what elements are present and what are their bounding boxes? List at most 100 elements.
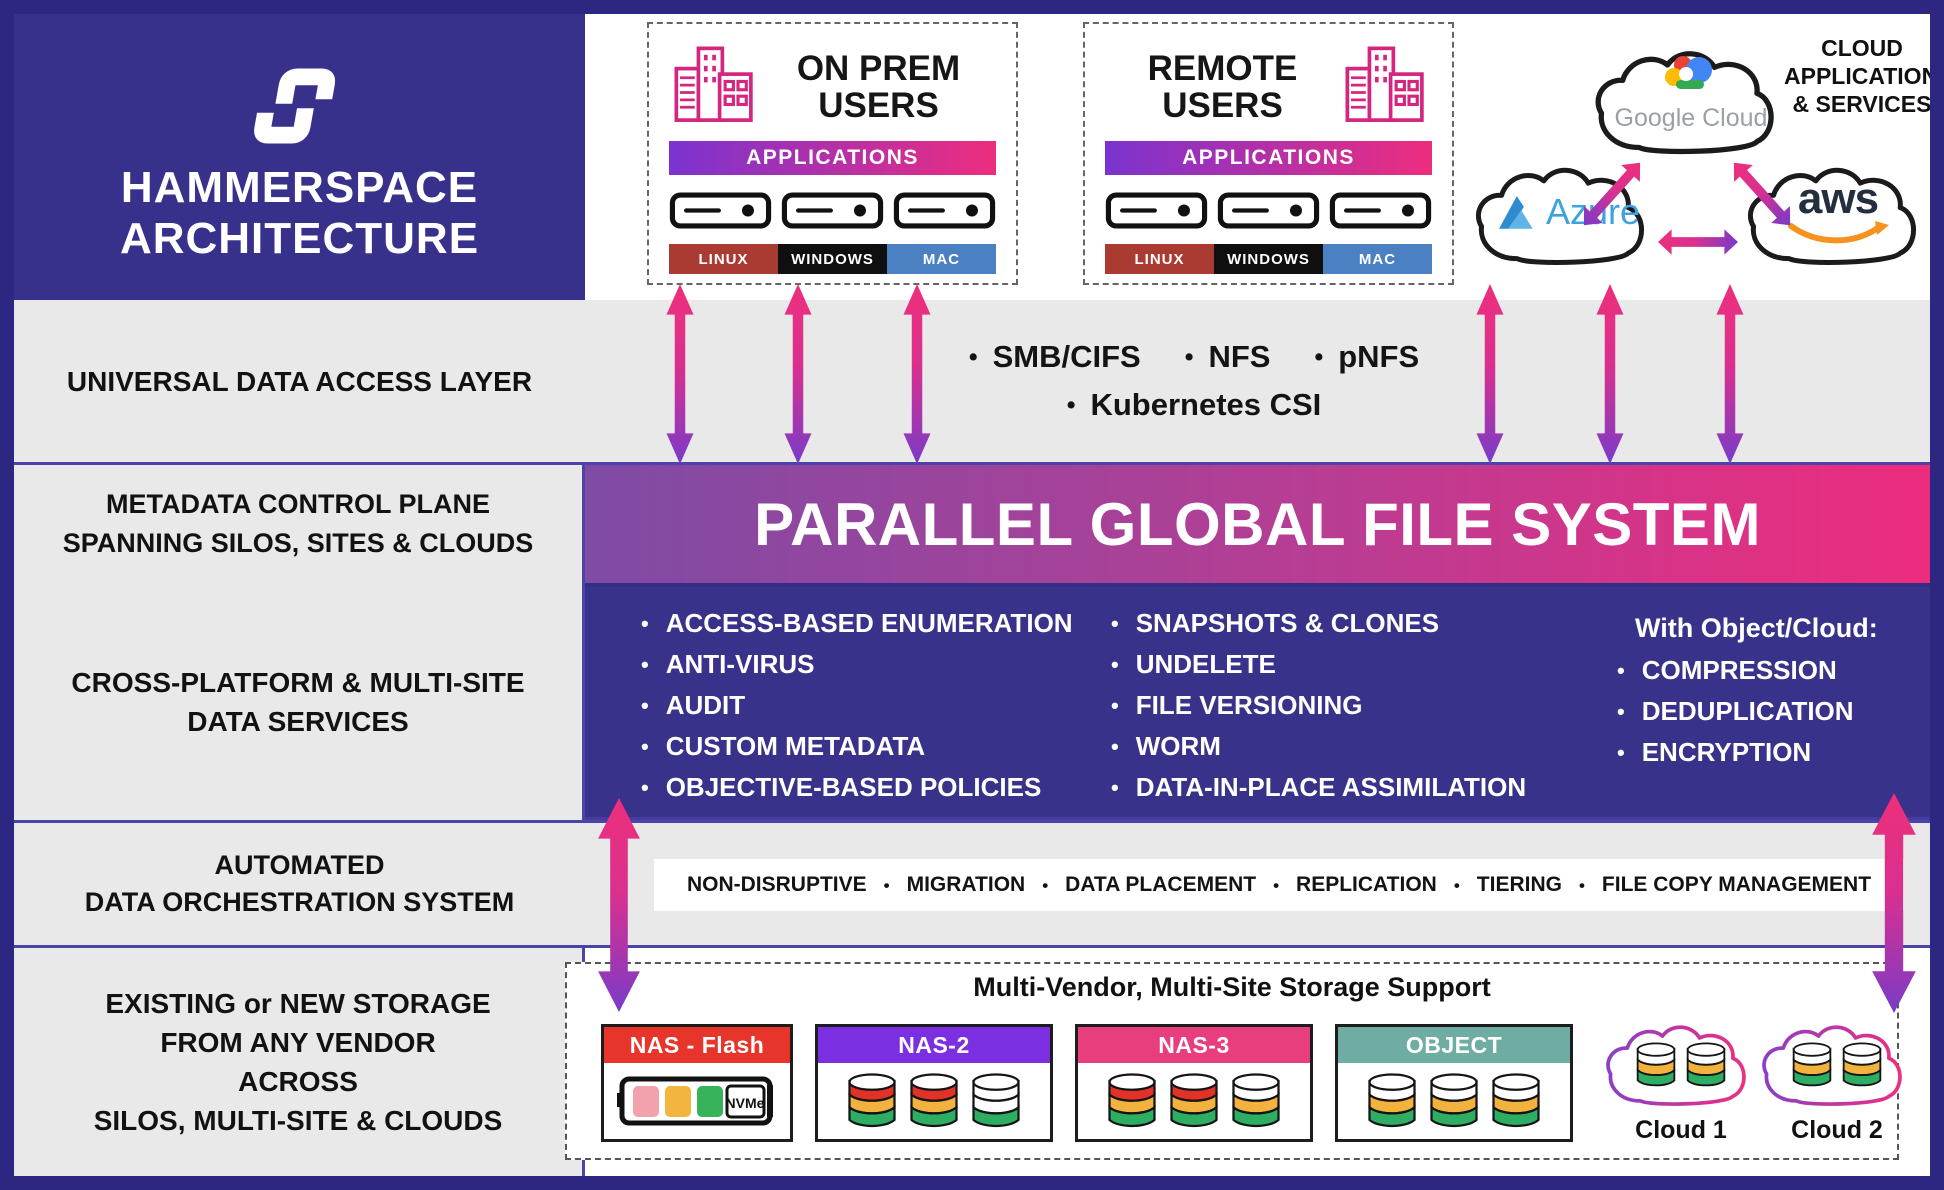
server-icon [893, 192, 996, 229]
nas-2-box: NAS-2 [815, 1024, 1053, 1142]
metadata-plane-line1: METADATA CONTROL PLANE [106, 489, 490, 519]
disk-stack-icon [969, 1068, 1023, 1134]
data-services-label: CROSS-PLATFORM & MULTI-SITE DATA SERVICE… [14, 583, 585, 820]
applications-bar: APPLICATIONS [1105, 141, 1432, 175]
service-item: FILE VERSIONING [1111, 685, 1526, 726]
arrow-orchestration-right [1871, 793, 1917, 1013]
storage-support-title: Multi-Vendor, Multi-Site Storage Support [973, 972, 1491, 1002]
disk-stack-icon [1105, 1068, 1159, 1134]
orchestration-item: MIGRATION [867, 873, 1026, 897]
cloud-apps-caption: CLOUD APPLICATIONS & SERVICES [1784, 34, 1944, 118]
protocol-pnfs: pNFS [1314, 339, 1419, 375]
object-box: OBJECT [1335, 1024, 1573, 1142]
service-item: COMPRESSION [1617, 650, 1878, 691]
storage-label-line3: ACROSS [238, 1066, 358, 1097]
storage-label-line1: EXISTING or NEW STORAGE [105, 988, 491, 1019]
arrow-google-azure [1573, 153, 1650, 234]
azure-logo-icon [1499, 196, 1533, 229]
orchestration-item: DATA PLACEMENT [1025, 873, 1256, 897]
azure-cloud: Azure [1466, 146, 1666, 278]
service-item: ACCESS-BASED ENUMERATION [641, 603, 1073, 644]
service-item: SNAPSHOTS & CLONES [1111, 603, 1526, 644]
server-icon [669, 192, 772, 229]
nvme-drive-icon: NVMe [617, 1076, 773, 1126]
services-column-3: With Object/Cloud: COMPRESSION DEDUPLICA… [1617, 613, 1878, 773]
arrow-azure-aws [1658, 228, 1738, 256]
service-item: AUDIT [641, 685, 1073, 726]
os-label-windows: WINDOWS [1214, 244, 1323, 274]
os-label-mac: MAC [1323, 244, 1432, 274]
metadata-plane-line2: SPANNING SILOS, SITES & CLOUDS [62, 528, 534, 558]
protocol-nfs: NFS [1185, 339, 1270, 375]
orchestration-item: NON-DISRUPTIVE [686, 873, 867, 896]
access-layer-row: UNIVERSAL DATA ACCESS LAYER SMB/CIFS NFS… [14, 300, 1930, 462]
data-services-line1: CROSS-PLATFORM & MULTI-SITE [71, 666, 525, 698]
pgfs-row: METADATA CONTROL PLANE SPANNING SILOS, S… [14, 462, 1930, 583]
remote-title-line2: USERS [1162, 86, 1283, 125]
arrow-onprem-2 [783, 284, 813, 464]
google-cloud: Google Cloud [1585, 28, 1797, 168]
buildings-icon [1345, 46, 1424, 122]
cloud-1-label: Cloud 1 [1635, 1116, 1727, 1144]
disk-stack-icon [845, 1068, 899, 1134]
services-column-2: SNAPSHOTS & CLONES UNDELETE FILE VERSION… [1111, 603, 1526, 808]
cloud-2-label: Cloud 2 [1791, 1116, 1883, 1144]
on-prem-users-title: ON PREM USERS [761, 49, 996, 125]
nvme-label: NVMe [726, 1095, 765, 1111]
disk-stack-icon [1840, 1038, 1884, 1092]
disk-stack-icon [1790, 1038, 1834, 1092]
server-icons-row [669, 188, 996, 233]
protocol-kubernetes-csi: Kubernetes CSI [1067, 387, 1321, 423]
aws-cloud: aws [1738, 146, 1938, 278]
service-item: UNDELETE [1111, 644, 1526, 685]
nas-flash-box: NAS - Flash NVMe [601, 1024, 793, 1142]
nas-flash-header: NAS - Flash [604, 1027, 790, 1063]
disk-stack-icon [1489, 1068, 1543, 1134]
brand-title-line1: HAMMERSPACE [120, 162, 479, 212]
data-services-row: CROSS-PLATFORM & MULTI-SITE DATA SERVICE… [14, 583, 1930, 820]
arrow-cloud-2 [1595, 284, 1625, 464]
on-prem-users-box: ON PREM USERS APPLICATIONS LINUX WINDOWS… [647, 22, 1018, 285]
protocols-list: SMB/CIFS NFS pNFS Kubernetes CSI [874, 300, 1514, 462]
service-item: CUSTOM METADATA [641, 726, 1073, 767]
applications-bar: APPLICATIONS [669, 141, 996, 175]
access-layer-label: UNIVERSAL DATA ACCESS LAYER [14, 300, 585, 462]
nas-2-header: NAS-2 [818, 1027, 1050, 1063]
server-icon [1329, 192, 1432, 229]
aws-label: aws [1797, 174, 1879, 223]
arrow-cloud-3 [1715, 284, 1745, 464]
arrow-google-aws [1723, 153, 1800, 234]
google-cloud-logo-icon [1665, 56, 1712, 89]
arrow-orchestration-left [597, 798, 641, 1012]
arrow-onprem-1 [665, 284, 695, 464]
disk-stack-icon [1229, 1068, 1283, 1134]
services-column-1: ACCESS-BASED ENUMERATION ANTI-VIRUS AUDI… [641, 603, 1073, 808]
server-icons-row [1105, 188, 1432, 233]
service-item: ANTI-VIRUS [641, 644, 1073, 685]
orchestration-items-strip: NON-DISRUPTIVE MIGRATION DATA PLACEMENT … [654, 859, 1904, 911]
data-services-box: ACCESS-BASED ENUMERATION ANTI-VIRUS AUDI… [585, 583, 1930, 820]
os-label-linux: LINUX [669, 244, 778, 274]
orchestration-line2: DATA ORCHESTRATION SYSTEM [84, 887, 515, 917]
pgfs-banner-text: PARALLEL GLOBAL FILE SYSTEM [754, 490, 1761, 558]
arrow-onprem-3 [902, 284, 932, 464]
orchestration-item: TIERING [1437, 873, 1562, 897]
google-cloud-label: Google Cloud [1614, 104, 1768, 132]
object-cloud-heading: With Object/Cloud: [1635, 613, 1878, 643]
storage-row: EXISTING or NEW STORAGE FROM ANY VENDOR … [14, 948, 1930, 1176]
remote-users-box: REMOTE USERS APPLICATIONS LINUX WINDOWS … [1083, 22, 1454, 285]
cloud-outline-icon [1747, 167, 1916, 265]
hammerspace-logo-icon [253, 68, 335, 144]
os-label-linux: LINUX [1105, 244, 1214, 274]
cloud-caption-line2: APPLICATIONS [1784, 63, 1944, 90]
remote-title-line1: REMOTE [1147, 48, 1298, 88]
on-prem-title-line2: USERS [818, 86, 939, 125]
cloud-outline-icon [1595, 51, 1774, 155]
object-header: OBJECT [1338, 1027, 1570, 1063]
brand-title-line2: ARCHITECTURE [119, 214, 480, 263]
server-icon [1105, 192, 1208, 229]
orchestration-row: AUTOMATED DATA ORCHESTRATION SYSTEM NON-… [14, 820, 1930, 948]
cloud-2-storage: Cloud 2 [1751, 1012, 1923, 1152]
nas-3-header: NAS-3 [1078, 1027, 1310, 1063]
disk-stack-icon [1167, 1068, 1221, 1134]
